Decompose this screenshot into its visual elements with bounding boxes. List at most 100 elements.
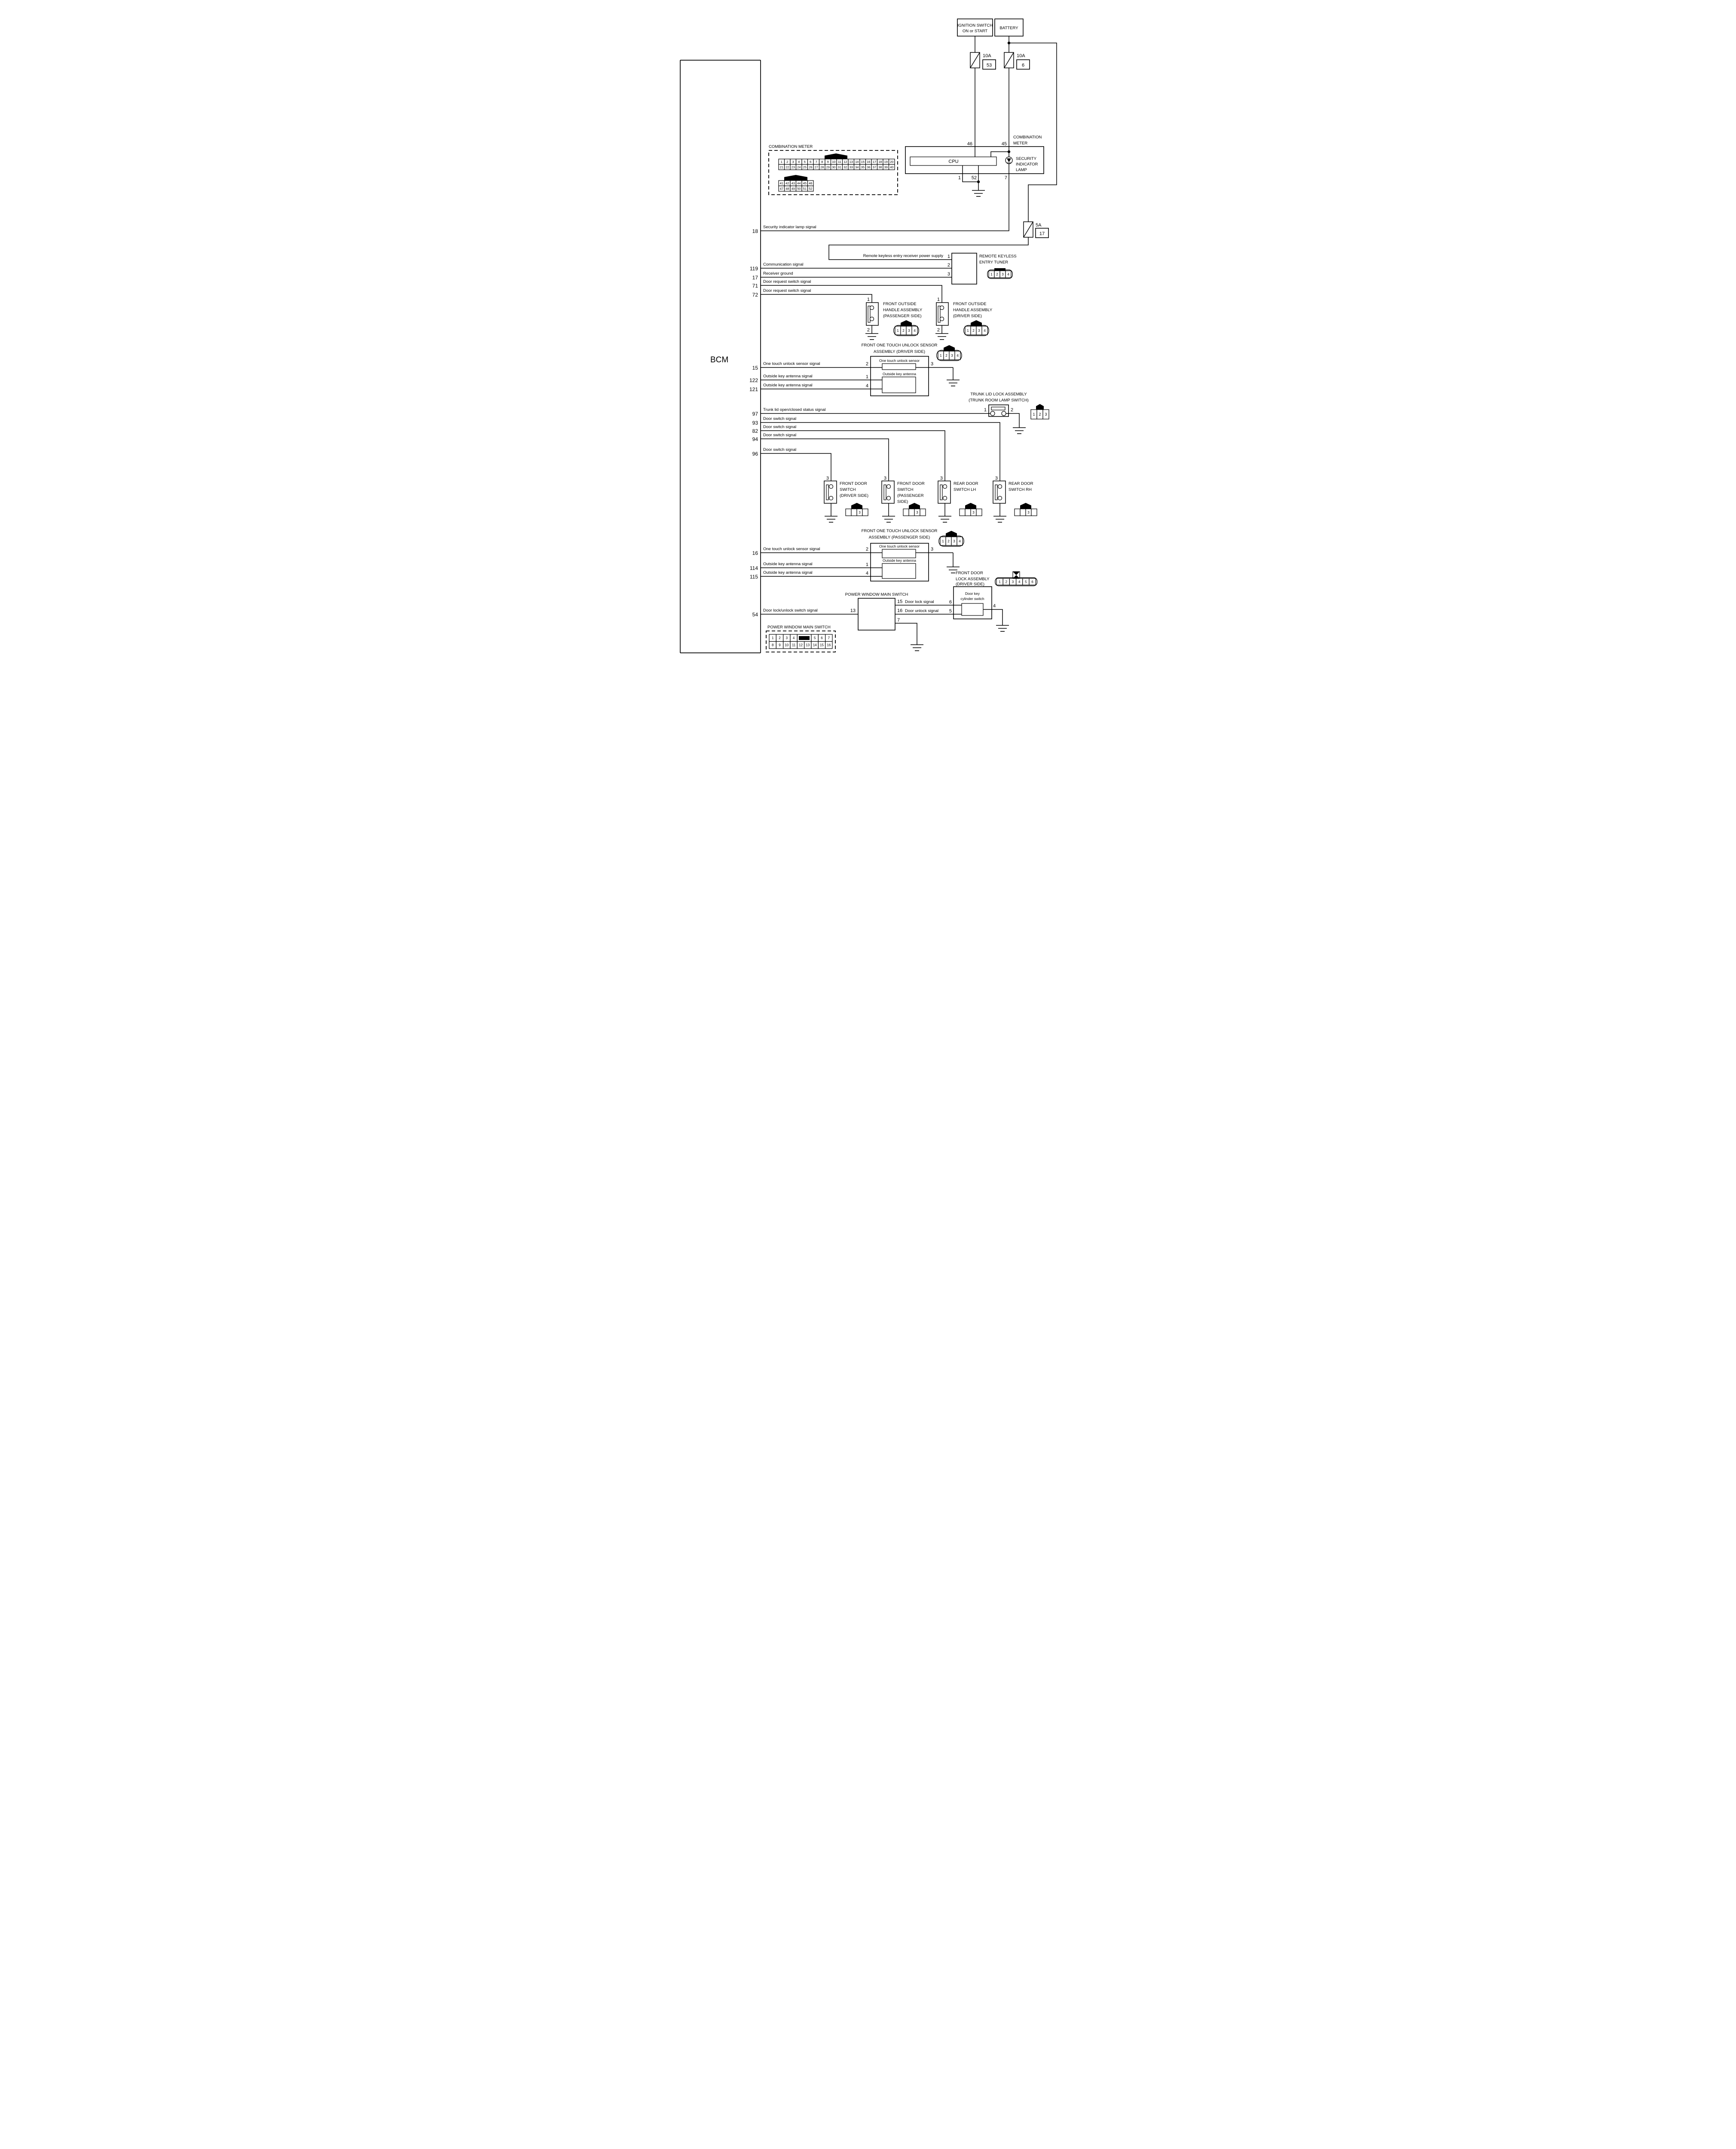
handle-drv-pin1: 1 xyxy=(937,297,939,302)
keyless-tuner-title1: REMOTE KEYLESS xyxy=(979,254,1017,259)
svg-text:3: 3 xyxy=(1012,580,1014,584)
svg-text:37: 37 xyxy=(872,165,876,169)
ignition-switch-box xyxy=(957,18,993,37)
tuner-pin-1: 1 xyxy=(947,254,950,259)
svg-text:Door switch signal: Door switch signal xyxy=(763,425,796,429)
svg-text:2: 2 xyxy=(1011,407,1013,413)
svg-text:Door lock/unlock switch signal: Door lock/unlock switch signal xyxy=(763,608,818,613)
svg-text:47: 47 xyxy=(779,187,783,190)
cm-pin-1: 1 xyxy=(958,175,960,181)
svg-text:4: 4 xyxy=(914,329,916,333)
svg-text:39: 39 xyxy=(884,165,887,169)
svg-text:Receiver ground: Receiver ground xyxy=(763,271,793,276)
svg-text:3: 3 xyxy=(916,511,918,514)
svg-text:2: 2 xyxy=(786,160,788,164)
svg-text:15: 15 xyxy=(897,599,902,604)
svg-text:30: 30 xyxy=(832,165,835,169)
svg-text:71: 71 xyxy=(752,283,758,289)
svg-text:25: 25 xyxy=(803,165,806,169)
one-touch-driver-connector-key-icon xyxy=(943,345,955,351)
fuse-53-icon xyxy=(969,52,980,68)
svg-text:45: 45 xyxy=(803,181,806,185)
svg-text:TRUNK LID LOCK ASSEMBLY: TRUNK LID LOCK ASSEMBLY xyxy=(970,392,1027,397)
svg-text:1: 1 xyxy=(999,580,1001,584)
svg-text:FRONT DOOR: FRONT DOOR xyxy=(897,481,925,486)
svg-text:1: 1 xyxy=(897,329,899,333)
svg-text:21: 21 xyxy=(779,165,783,169)
svg-text:121: 121 xyxy=(749,386,758,392)
svg-text:FRONT ONE TOUCH UNLOCK SENSOR: FRONT ONE TOUCH UNLOCK SENSOR xyxy=(861,529,937,533)
svg-text:7: 7 xyxy=(815,160,817,164)
svg-text:Door request switch signal: Door request switch signal xyxy=(763,288,811,293)
handle-pass-pin1: 1 xyxy=(867,297,869,302)
svg-text:Communication signal: Communication signal xyxy=(763,262,803,267)
svg-text:11: 11 xyxy=(792,643,795,647)
combination-meter-unit-label1: COMBINATION xyxy=(1013,135,1042,140)
svg-text:SIDE): SIDE) xyxy=(897,499,908,504)
svg-text:96: 96 xyxy=(752,451,758,457)
fuse-6-number: 6 xyxy=(1021,63,1024,68)
svg-text:HANDLE ASSEMBLY: HANDLE ASSEMBLY xyxy=(953,308,993,312)
svg-text:36: 36 xyxy=(867,165,870,169)
svg-text:1: 1 xyxy=(990,272,993,276)
svg-text:1: 1 xyxy=(865,374,868,380)
svg-text:Outside key antenna signal: Outside key antenna signal xyxy=(763,570,813,575)
svg-text:12: 12 xyxy=(799,643,803,647)
svg-text:1: 1 xyxy=(771,636,773,640)
one-touch-passenger-antenna-rect xyxy=(881,563,916,579)
svg-text:ASSEMBLY (PASSENGER SIDE): ASSEMBLY (PASSENGER SIDE) xyxy=(868,535,930,540)
svg-text:3: 3 xyxy=(931,361,933,367)
cm-grid-a-key-icon xyxy=(824,153,847,159)
svg-text:114: 114 xyxy=(749,565,758,571)
svg-text:Trunk lid open/closed status s: Trunk lid open/closed status signal xyxy=(763,407,825,412)
cpu-box xyxy=(909,156,997,166)
svg-text:4: 4 xyxy=(959,539,961,543)
svg-text:22: 22 xyxy=(785,165,789,169)
svg-text:72: 72 xyxy=(752,292,758,298)
power-window-main-switch-box xyxy=(857,598,896,631)
fuse-53-number: 53 xyxy=(986,63,991,68)
svg-text:52: 52 xyxy=(809,187,812,190)
svg-text:Door switch signal: Door switch signal xyxy=(763,433,796,438)
svg-text:3: 3 xyxy=(972,511,975,514)
ignition-switch-label2: ON or START xyxy=(962,29,987,34)
svg-text:One touch unlock sensor: One touch unlock sensor xyxy=(879,358,919,363)
handle-driver-connector-outline xyxy=(963,325,989,336)
svg-text:1: 1 xyxy=(984,407,986,413)
svg-text:2: 2 xyxy=(779,636,781,640)
svg-text:19: 19 xyxy=(884,160,887,164)
svg-text:SWITCH RH: SWITCH RH xyxy=(1009,487,1032,492)
svg-text:SWITCH LH: SWITCH LH xyxy=(954,487,976,492)
combination-meter-connector-dashed-box xyxy=(768,150,898,195)
keyless-power-supply-label: Remote keyless entry receiver power supp… xyxy=(863,254,943,258)
svg-text:119: 119 xyxy=(749,266,758,272)
fuse-6-rating: 10A xyxy=(1017,53,1025,58)
cm-pin-52: 52 xyxy=(971,175,976,181)
svg-text:4: 4 xyxy=(993,603,996,609)
rear-door-switch-rh xyxy=(992,481,1006,504)
svg-text:14: 14 xyxy=(855,160,859,164)
svg-text:4: 4 xyxy=(957,354,959,358)
door-switch-labels: 3 3 3 3 FRONT DOOR SWITCH (DRIVER SIDE) … xyxy=(826,476,1033,504)
svg-text:2: 2 xyxy=(945,354,947,358)
svg-text:3: 3 xyxy=(953,539,955,543)
svg-text:(PASSENGER SIDE): (PASSENGER SIDE) xyxy=(883,314,922,318)
one-touch-passenger-connector-outline xyxy=(938,536,964,547)
svg-text:5: 5 xyxy=(804,160,805,164)
svg-text:41: 41 xyxy=(779,181,783,185)
fuse-6-icon xyxy=(1003,52,1014,68)
svg-text:2: 2 xyxy=(865,547,868,552)
svg-text:48: 48 xyxy=(785,187,789,190)
svg-text:5: 5 xyxy=(813,636,816,640)
svg-text:16: 16 xyxy=(752,550,758,556)
svg-text:43: 43 xyxy=(791,181,795,185)
svg-text:Security indicator lamp signal: Security indicator lamp signal xyxy=(763,225,816,230)
security-indicator-lamp-icon xyxy=(1005,156,1013,164)
